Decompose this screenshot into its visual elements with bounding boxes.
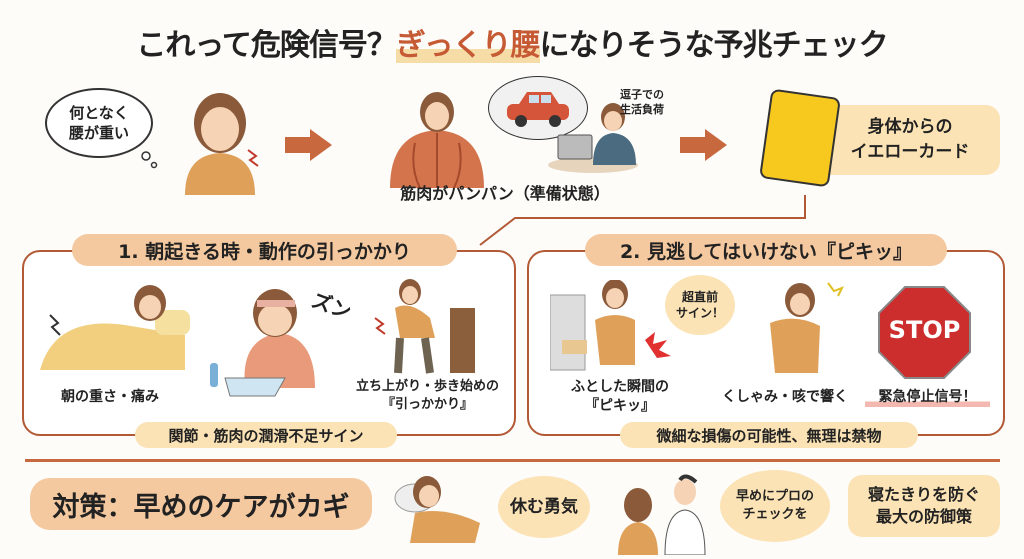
arrow-right-icon [705,129,727,161]
woman-sneezing-illustration [770,282,845,373]
arrow-shaft [285,137,311,153]
page-title: これって危険信号？ぎっくり腰になりそうな予兆チェック [0,20,1024,64]
countermeasure-heading: 対策：早めのケアがカギ [30,478,372,530]
tense-muscle-illustration [390,92,484,188]
woman-washing-face-illustration [210,289,315,397]
arrow-shaft [680,137,706,153]
woman-standing-up-illustration [374,279,475,374]
section2-caption-emergency: 緊急停止信号！ [865,388,990,407]
car-thought-bubble [488,76,588,140]
section1-footer: 関節・筋肉の潤滑不足サイン [135,422,397,448]
title-text: これって危険信号？ [136,28,396,63]
stop-sign-text: STOP [888,316,961,344]
life-load-label: 逗子での 生活負荷 [620,88,664,116]
divider [25,459,1000,462]
woman-resting-illustration [394,476,480,543]
section2-footer: 微細な損傷の可能性、無理は禁物 [620,422,918,448]
title-highlight: ぎっくり腰 [395,28,541,63]
rest-courage-bubble: 休む勇気 [498,476,590,538]
conclusion-box: 寝たきりを防ぐ 最大の防御策 [848,475,1000,537]
thought-bubble: 何となく 腰が重い [45,88,153,158]
section2-heading: 2. 見逃してはいけない『ピキッ』 [585,234,947,266]
stop-sign-icon [878,286,971,379]
woman-in-bed-illustration [40,285,190,370]
section1-caption-morning: 朝の重さ・痛み [61,389,159,405]
section2-caption-sneeze: くしゃみ・咳で響く [722,389,848,405]
section1-caption-standing: 立ち上がり・歩き始めの 『引っかかり』 [355,379,499,412]
woman-sudden-pain-illustration [550,280,671,371]
woman-back-heavy-illustration [185,93,259,195]
muscle-caption: 筋肉がパンパン（準備状態） [400,184,610,203]
section1-heading: 1. 朝起きる時・動作の引っかかり [72,234,457,266]
woman-at-laptop-illustration [548,103,638,173]
consultation-illustration [618,474,706,555]
last-minute-sign-bubble: 超直前 サイン！ [665,275,735,335]
thought-dots-icon [141,151,158,169]
car-icon [507,92,569,127]
connector-line [479,195,806,246]
section2-caption-piki: ふとした瞬間の 『ピキッ』 [571,379,669,414]
yellow-card-icon [759,88,841,188]
arrow-right-icon [310,129,332,161]
title-text-end: になりそうな予兆チェック [539,28,889,63]
pro-check-bubble: 早めにプロの チェックを [720,470,830,542]
